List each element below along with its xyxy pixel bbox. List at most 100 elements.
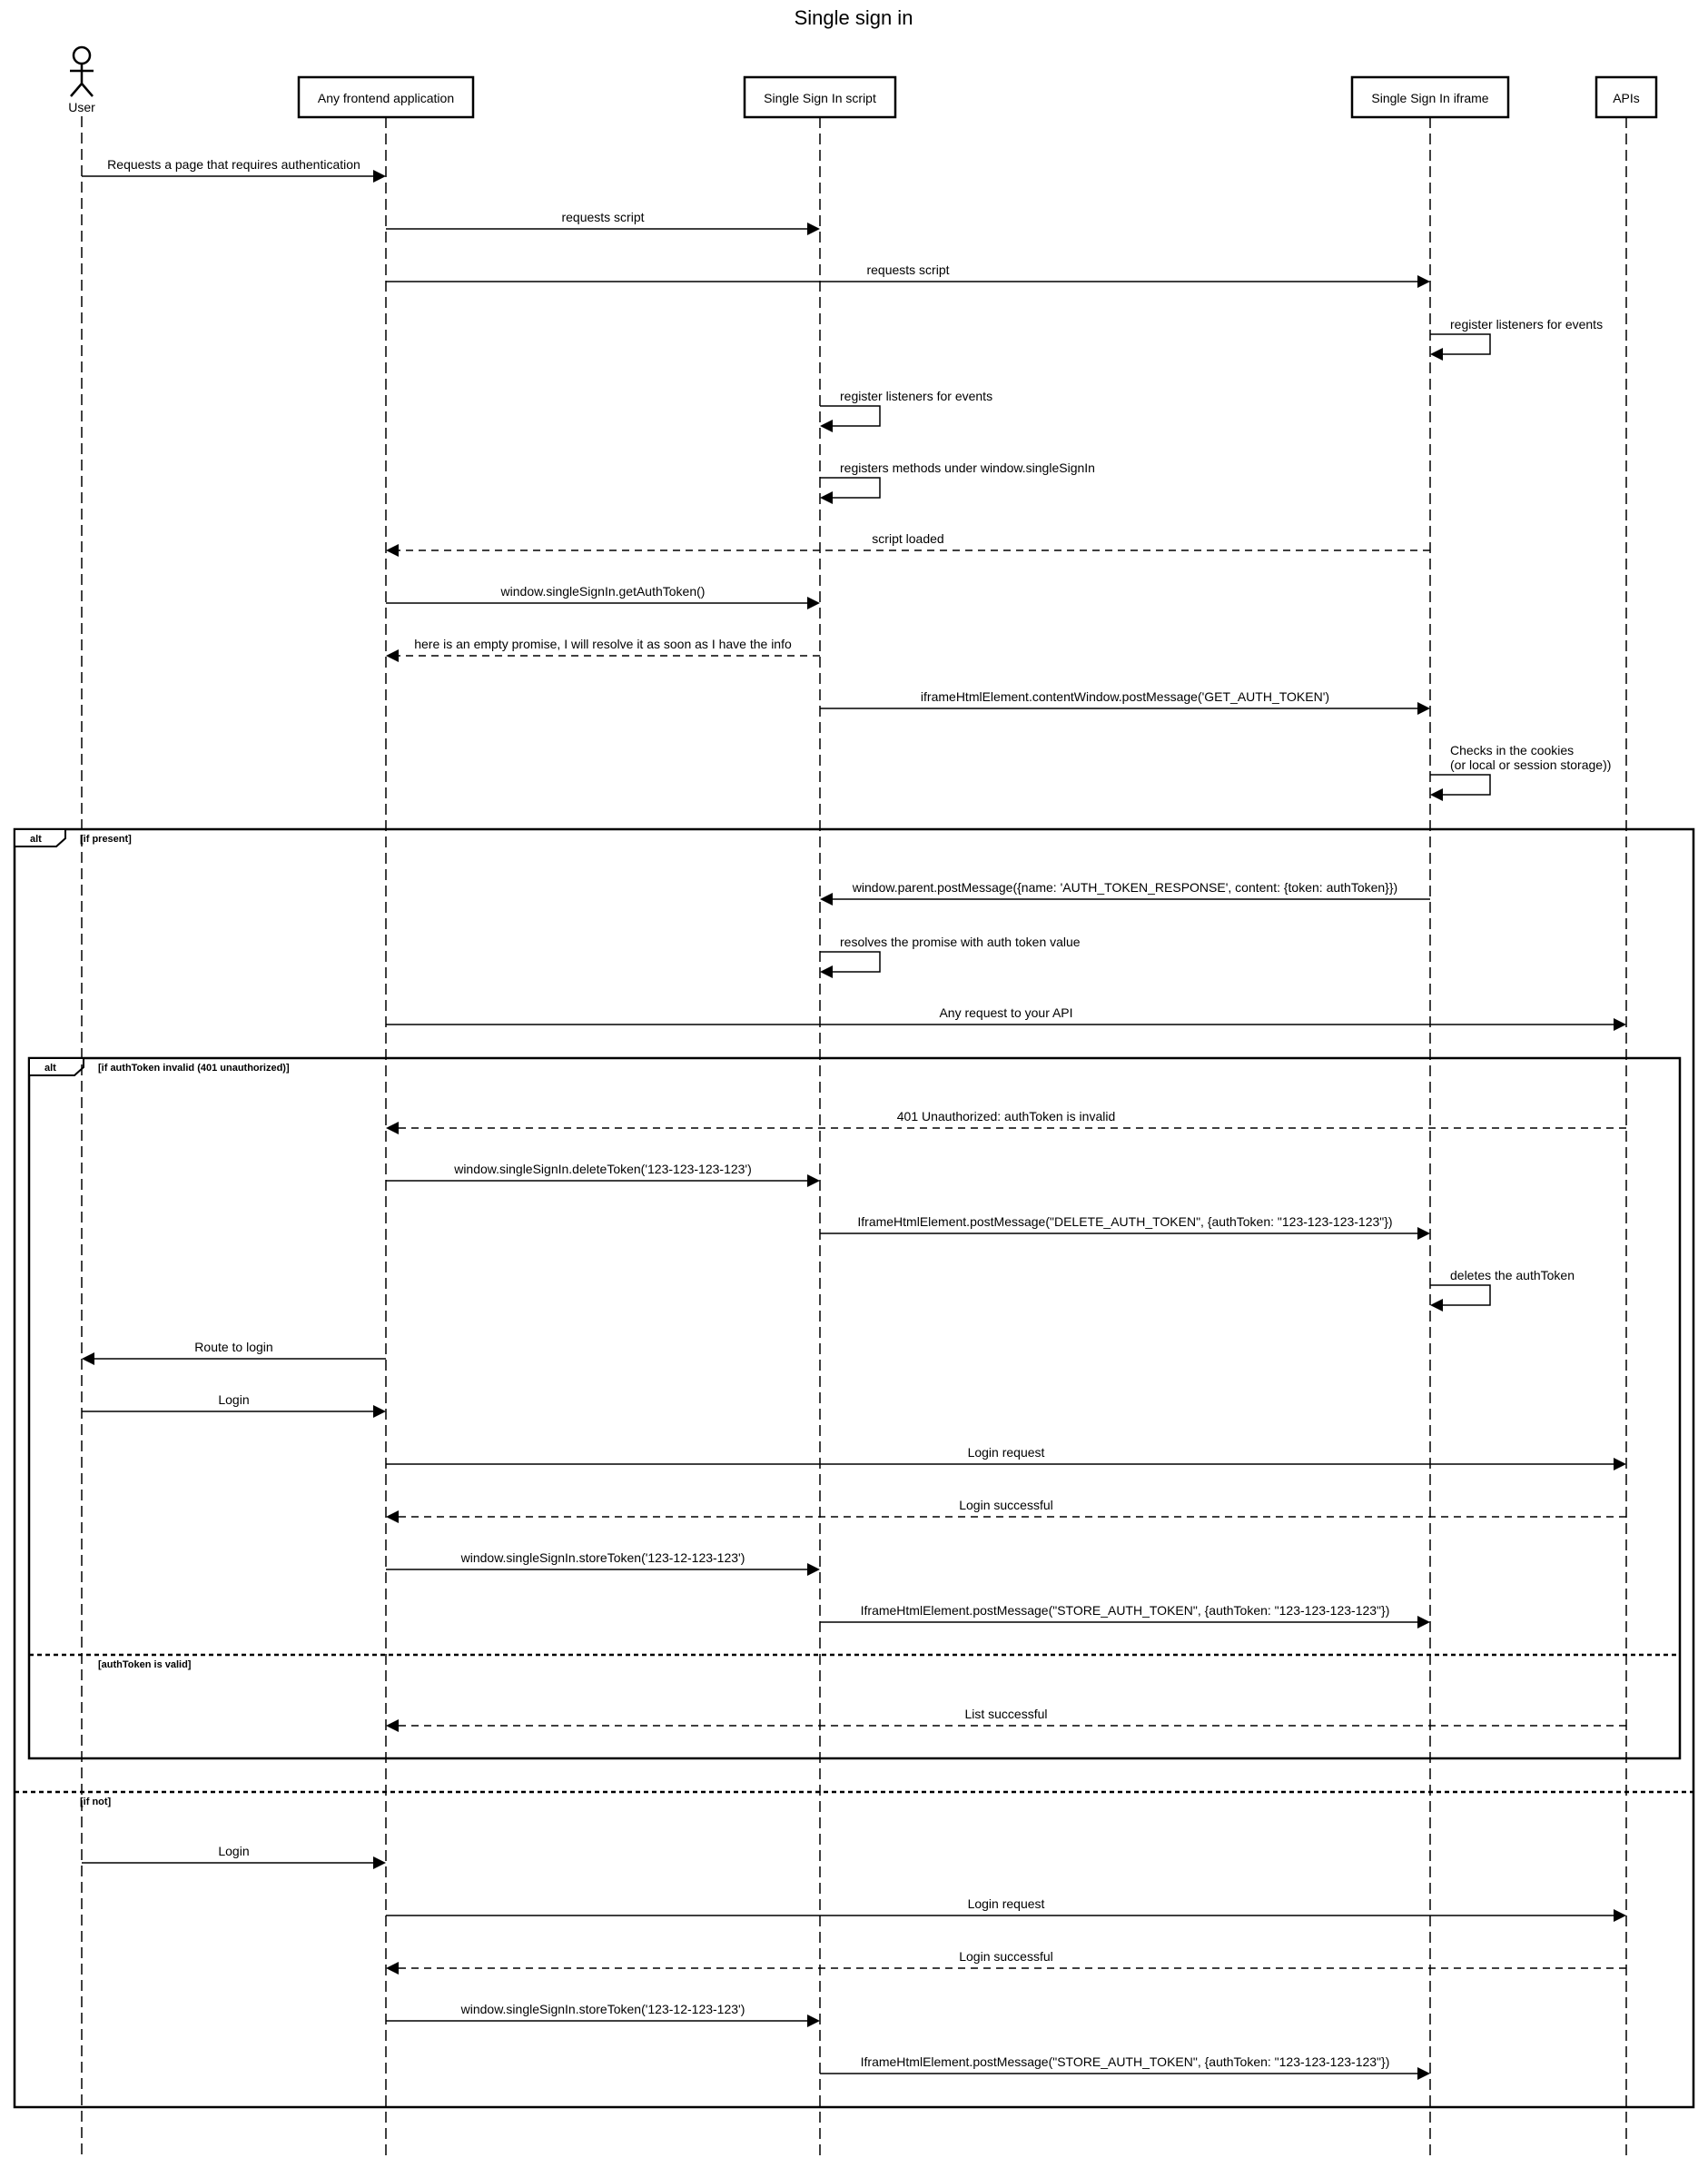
message: Login bbox=[82, 1844, 386, 1869]
message-label: Route to login bbox=[194, 1340, 272, 1354]
arrowhead bbox=[386, 544, 399, 557]
message: window.parent.postMessage({name: 'AUTH_T… bbox=[820, 880, 1430, 906]
arrowhead bbox=[1417, 1227, 1430, 1240]
arrowhead bbox=[386, 1719, 399, 1732]
message-label: Requests a page that requires authentica… bbox=[107, 157, 360, 172]
arrowhead bbox=[1430, 348, 1443, 361]
participant-label: APIs bbox=[1613, 91, 1640, 105]
arrowhead bbox=[82, 1352, 94, 1365]
fragment-operator: alt bbox=[44, 1063, 56, 1074]
message: window.singleSignIn.storeToken('123-12-1… bbox=[386, 2002, 820, 2027]
message-label: window.singleSignIn.deleteToken('123-123… bbox=[453, 1162, 752, 1176]
message-label: Login successful bbox=[959, 1498, 1053, 1512]
message: window.singleSignIn.storeToken('123-12-1… bbox=[386, 1550, 820, 1576]
message-label: requests script bbox=[866, 262, 949, 277]
fragment-layer: alt[if present][if not]alt[if authToken … bbox=[13, 827, 1695, 2109]
arrowhead bbox=[1614, 1909, 1626, 1922]
arrowhead bbox=[1417, 702, 1430, 715]
self-message-line bbox=[820, 477, 881, 499]
message-label: (or local or session storage)) bbox=[1450, 757, 1611, 772]
message: window.singleSignIn.getAuthToken() bbox=[386, 584, 820, 609]
arrowhead bbox=[820, 491, 833, 504]
self-message-line bbox=[820, 951, 881, 973]
fragment-frame bbox=[13, 827, 1695, 2109]
participant-user: User bbox=[68, 45, 95, 114]
participant-label: Single Sign In script bbox=[764, 91, 876, 105]
message: Login bbox=[82, 1392, 386, 1418]
participant-box bbox=[743, 75, 897, 119]
message: script loaded bbox=[386, 531, 1430, 557]
message-label: window.parent.postMessage({name: 'AUTH_T… bbox=[852, 880, 1397, 895]
participant-label: Single Sign In iframe bbox=[1371, 91, 1488, 105]
message: IframeHtmlElement.postMessage("DELETE_AU… bbox=[820, 1214, 1430, 1240]
participant-apis: APIs bbox=[1594, 75, 1658, 119]
message-label: registers methods under window.singleSig… bbox=[840, 460, 1095, 475]
arrowhead bbox=[807, 1563, 820, 1576]
message: resolves the promise with auth token val… bbox=[820, 935, 1081, 978]
participant-layer: User Any frontend application Single Sign … bbox=[68, 45, 1658, 119]
message-label: iframeHtmlElement.contentWindow.postMess… bbox=[921, 689, 1329, 704]
fragment-frame bbox=[27, 1056, 1682, 1760]
fragment-guard: [authToken is valid] bbox=[98, 1659, 192, 1670]
arrowhead bbox=[807, 2014, 820, 2027]
message-label: window.singleSignIn.storeToken('123-12-1… bbox=[460, 1550, 745, 1565]
arrowhead bbox=[1430, 788, 1443, 801]
arrowhead bbox=[1430, 1299, 1443, 1312]
message: requests script bbox=[386, 210, 820, 235]
fragment-operator-tab bbox=[14, 828, 66, 847]
arrowhead bbox=[1614, 1458, 1626, 1470]
arrowhead bbox=[1417, 275, 1430, 288]
diagram-title: Single sign in bbox=[795, 6, 913, 29]
message-label: resolves the promise with auth token val… bbox=[840, 935, 1081, 949]
message: register listeners for events bbox=[820, 389, 992, 432]
message-label: Checks in the cookies bbox=[1450, 743, 1574, 757]
arrowhead bbox=[386, 1962, 399, 1975]
arrowhead bbox=[1417, 1616, 1430, 1628]
arrowhead bbox=[373, 1405, 386, 1418]
message: here is an empty promise, I will resolve… bbox=[386, 637, 820, 662]
fragment-guard: [if present] bbox=[80, 834, 132, 845]
message-label: Login request bbox=[968, 1445, 1045, 1460]
message: Login request bbox=[386, 1445, 1626, 1470]
arrowhead bbox=[386, 649, 399, 662]
participant-iframe: Single Sign In iframe bbox=[1350, 75, 1510, 119]
self-message-line bbox=[1430, 333, 1491, 355]
arrowhead bbox=[820, 420, 833, 432]
arrowhead bbox=[1417, 2067, 1430, 2080]
message-label: Login bbox=[218, 1844, 249, 1858]
message-label: Login bbox=[218, 1392, 249, 1407]
arrowhead bbox=[386, 1510, 399, 1523]
message-label: register listeners for events bbox=[1450, 317, 1603, 332]
message-label: Login request bbox=[968, 1896, 1045, 1911]
message: Login successful bbox=[386, 1498, 1626, 1523]
message-label: script loaded bbox=[872, 531, 943, 546]
participant-box bbox=[1594, 75, 1658, 119]
lifeline-layer bbox=[81, 116, 1627, 2158]
message-label: deletes the authToken bbox=[1450, 1268, 1575, 1282]
fragment-operator: alt bbox=[30, 834, 42, 845]
fragment-outer-alt: alt[if present][if not] bbox=[13, 827, 1695, 2109]
message: Any request to your API bbox=[386, 1005, 1626, 1031]
fragment-inner-alt: alt[if authToken invalid (401 unauthoriz… bbox=[27, 1056, 1682, 1760]
message: deletes the authToken bbox=[1430, 1268, 1575, 1312]
participant-script: Single Sign In script bbox=[743, 75, 897, 119]
arrowhead bbox=[807, 223, 820, 235]
fragment-operator-tab bbox=[28, 1057, 84, 1076]
participant-label: Any frontend application bbox=[318, 91, 454, 105]
participant-box bbox=[1350, 75, 1510, 119]
message: Login successful bbox=[386, 1949, 1626, 1975]
self-message-line bbox=[1430, 1284, 1491, 1306]
message-label: here is an empty promise, I will resolve… bbox=[414, 637, 792, 651]
message-label: IframeHtmlElement.postMessage("STORE_AUT… bbox=[861, 1603, 1390, 1618]
message: Login request bbox=[386, 1896, 1626, 1922]
message: register listeners for events bbox=[1430, 317, 1603, 361]
message-label: Any request to your API bbox=[939, 1005, 1072, 1020]
arrowhead bbox=[807, 1174, 820, 1187]
message: Route to login bbox=[82, 1340, 386, 1365]
participant-label: User bbox=[68, 100, 95, 114]
arrowhead bbox=[820, 893, 833, 906]
message-label: requests script bbox=[561, 210, 644, 224]
user-actor-icon bbox=[70, 64, 94, 97]
message: List successful bbox=[386, 1707, 1626, 1732]
